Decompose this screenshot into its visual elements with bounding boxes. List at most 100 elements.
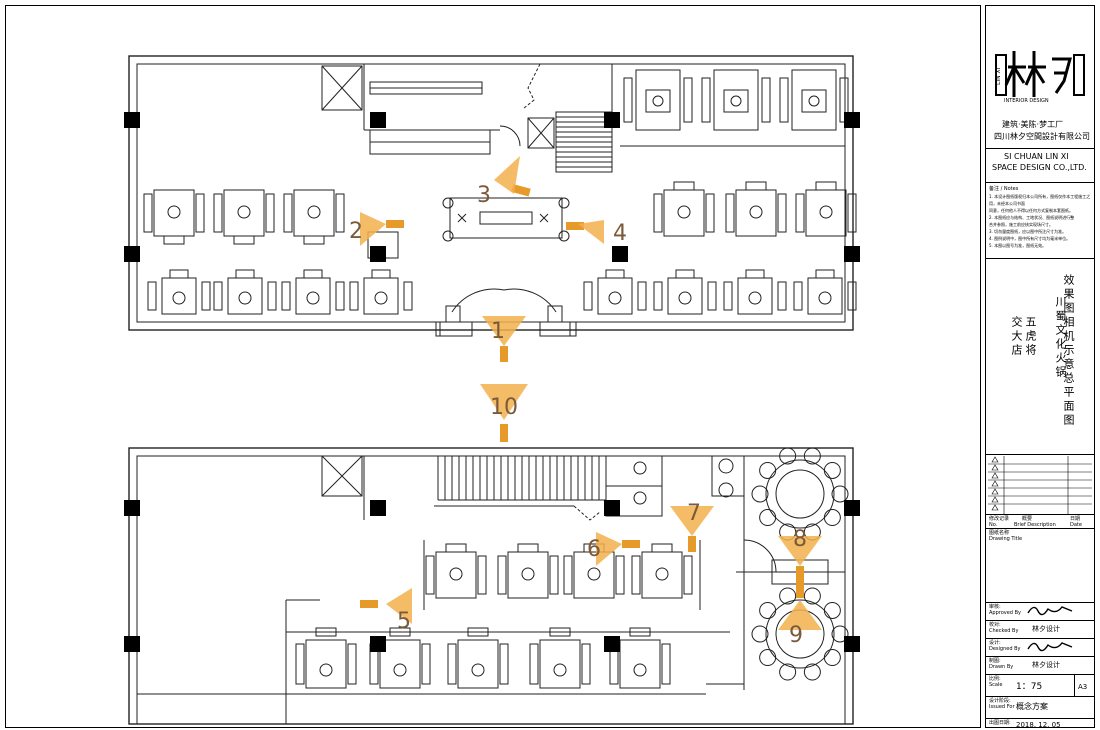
camera-marker: 8 bbox=[778, 527, 822, 582]
service-box bbox=[527, 117, 555, 149]
structural-column bbox=[604, 636, 620, 652]
revision-col-no: No. bbox=[989, 522, 998, 528]
revision-col-date-cn: 日期 bbox=[1070, 516, 1081, 522]
structural-column bbox=[124, 246, 140, 262]
round-table bbox=[765, 459, 835, 529]
camera-cone bbox=[778, 536, 822, 566]
phase-en: Issued For bbox=[989, 704, 1015, 710]
date-label: 出图日期: bbox=[989, 720, 1011, 726]
paper-size: A3 bbox=[1078, 683, 1088, 691]
floor-plan-linework bbox=[128, 55, 857, 725]
designed-label: 设计: bbox=[989, 640, 1001, 646]
phase-value: 概念方案 bbox=[1016, 702, 1048, 711]
drawn-signature: 林夕设计 bbox=[1032, 661, 1060, 669]
camera-number: 6 bbox=[587, 537, 601, 562]
structural-column bbox=[124, 636, 140, 652]
structural-column bbox=[370, 636, 386, 652]
approved-en: Approved By bbox=[989, 610, 1021, 616]
booth-table bbox=[713, 69, 759, 131]
project-name-2: 交大店 bbox=[1010, 316, 1023, 358]
drawing-title-label: 图纸名称 bbox=[989, 530, 1010, 536]
revision-col-brief-cn: 概要 bbox=[1022, 516, 1033, 522]
drawing-frame bbox=[5, 5, 981, 728]
drawing-title-label-en: Drawing Title bbox=[989, 536, 1023, 542]
notes-list: 1. 本设计图纸版权归本公司所有，图纸仅作本工程施工之用，未经本公司书面同意，任… bbox=[989, 193, 1093, 249]
note-line: 合并参照，施工前应核实现场尺寸。 bbox=[989, 222, 1053, 227]
camera-cone bbox=[596, 532, 622, 566]
camera-marker: 7 bbox=[670, 501, 714, 552]
notes-title: 备注 / Notes bbox=[989, 186, 1019, 192]
drawing-title-vertical: 效果图相机示意总平面图 bbox=[1062, 274, 1075, 428]
scale-en: Scale bbox=[989, 682, 1003, 688]
company-english-1: SI CHUAN LIN XI bbox=[1004, 152, 1069, 161]
note-line: 3. 切勿量度图纸，应以图中所注尺寸为准。 bbox=[989, 229, 1067, 234]
upper-floor-outline bbox=[128, 55, 854, 331]
dining-table bbox=[457, 639, 499, 689]
dining-table bbox=[619, 639, 661, 689]
structural-column bbox=[370, 112, 386, 128]
approved-label: 审核: bbox=[989, 604, 1001, 610]
camera-number: 8 bbox=[793, 527, 807, 552]
revision-col-brief: Brief Description bbox=[1014, 522, 1056, 528]
camera-cone bbox=[578, 220, 604, 244]
logo-subtitle: INTERIOR DESIGN bbox=[1004, 98, 1049, 104]
structural-column bbox=[844, 636, 860, 652]
camera-cone bbox=[360, 212, 386, 246]
approved-signature bbox=[1027, 606, 1073, 616]
camera-number: 4 bbox=[613, 221, 627, 246]
company-name: 四川林夕空間設計有限公司 bbox=[994, 132, 1090, 141]
note-line: 5. 本图以图号为准，图纸无效。 bbox=[989, 243, 1047, 248]
note-line: 同意，任何他人不得以任何方式复制本套图纸。 bbox=[989, 208, 1073, 213]
revision-header: 修改记录 bbox=[989, 516, 1010, 522]
camera-number: 1 bbox=[491, 319, 505, 344]
structural-column bbox=[612, 246, 628, 262]
structural-column bbox=[370, 246, 386, 262]
structural-column bbox=[124, 112, 140, 128]
structural-column bbox=[124, 500, 140, 516]
camera-marker: 4 bbox=[566, 220, 627, 246]
elevator-upper bbox=[321, 65, 363, 111]
company-slogan: 建筑·美陈·梦工厂 bbox=[1002, 120, 1064, 129]
camera-number: 3 bbox=[477, 183, 491, 208]
drawn-en: Drawn By bbox=[989, 664, 1014, 670]
designed-signature bbox=[1027, 642, 1073, 652]
date-value: 2018. 12. 05 bbox=[1016, 721, 1061, 729]
camera-cone bbox=[386, 588, 412, 624]
elevator-lower bbox=[321, 455, 363, 497]
revision-grid bbox=[988, 456, 1092, 514]
svg-text:LIN XI: LIN XI bbox=[995, 67, 1002, 85]
checked-label: 校对: bbox=[989, 622, 1001, 628]
camera-marker: 6 bbox=[587, 532, 640, 566]
structural-column bbox=[370, 500, 386, 516]
note-line: 1. 本设计图纸版权归本公司所有，图纸仅作本工程施工之用，未经本公司书面 bbox=[989, 194, 1091, 206]
dining-table bbox=[305, 639, 347, 689]
company-english-2: SPACE DESIGN CO.,LTD. bbox=[992, 163, 1087, 172]
project-name-right: 川蜀文化火锅 bbox=[1054, 296, 1067, 380]
camera-marker: 2 bbox=[349, 212, 404, 246]
camera-marker: 3 bbox=[477, 156, 531, 208]
camera-cone bbox=[482, 316, 526, 346]
revision-col-date: Date bbox=[1070, 522, 1082, 528]
structural-columns bbox=[124, 112, 860, 652]
project-name-1: 五虎将 bbox=[1024, 316, 1037, 358]
note-line: 4. 图例说明中，图中所有尺寸均为毫米单位。 bbox=[989, 236, 1071, 241]
phase-label: 设计阶段: bbox=[989, 698, 1011, 704]
camera-marker: 1 bbox=[482, 316, 526, 362]
structural-column bbox=[844, 112, 860, 128]
checked-en: Checked By bbox=[989, 628, 1019, 634]
company-logo: LIN XI bbox=[995, 51, 1085, 97]
camera-marker: 10 bbox=[480, 384, 528, 442]
title-block: LIN XI INTERIOR DESIGN 建筑·美陈·梦工厂 四川林夕空間設… bbox=[985, 5, 1095, 729]
note-line: 2. 本图纸应与结构、工地状况、图纸说明进行整 bbox=[989, 215, 1075, 220]
structural-column bbox=[604, 112, 620, 128]
dining-table bbox=[539, 639, 581, 689]
structural-column bbox=[844, 500, 860, 516]
camera-cone bbox=[778, 600, 822, 630]
camera-number: 9 bbox=[789, 623, 803, 648]
camera-number: 2 bbox=[349, 219, 363, 244]
camera-cone bbox=[670, 506, 714, 536]
camera-marker: 9 bbox=[778, 580, 822, 648]
dining-table bbox=[379, 639, 421, 689]
